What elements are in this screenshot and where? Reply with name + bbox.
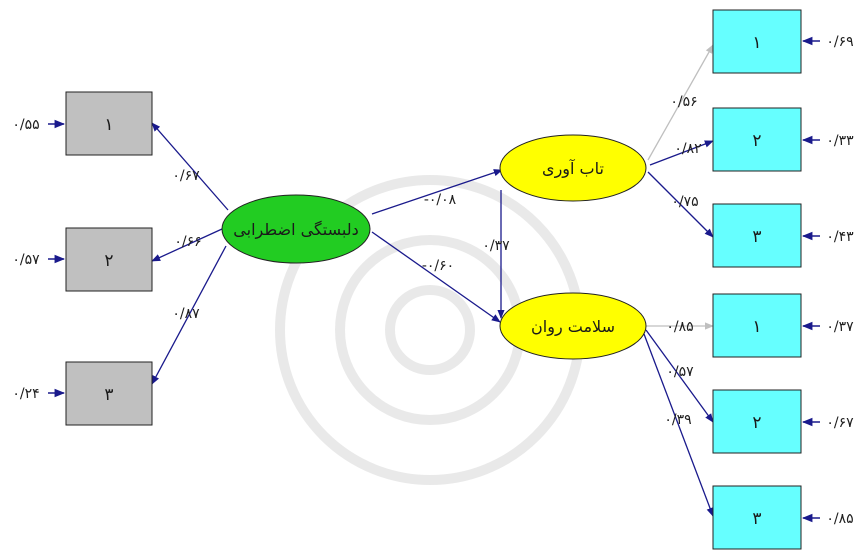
arrow-att-to-res (371, 169, 503, 215)
indicator-label: ۱ (752, 317, 761, 337)
indicator-box-res-2 (712, 107, 802, 172)
indicator-box-att-3 (65, 361, 153, 426)
loading-label-att-1: ۰/۶۷ (172, 168, 200, 184)
indicator-box-mh-3 (712, 485, 802, 550)
loading-label-res-1: ۰/۵۶ (670, 94, 697, 110)
arrow-att-3 (151, 245, 227, 385)
error-label-mh-2: ۰/۶۷ (826, 415, 854, 431)
error-label-att-2: ۰/۵۷ (12, 252, 40, 268)
path-label-att-res: -۰/۰۸ (424, 192, 457, 208)
error-label-att-1: ۰/۵۵ (12, 117, 39, 133)
error-label-res-1: ۰/۶۹ (826, 34, 853, 50)
indicator-label: ۱ (104, 115, 113, 135)
indicator-box-mh-2 (712, 389, 802, 454)
arrow-res-1 (647, 44, 714, 161)
latent-label-mental-health: سلامت روان (531, 317, 615, 337)
path-label-att-mh: -۰/۶۰ (422, 258, 454, 274)
latent-label-resilience: تاب آوری (542, 159, 604, 179)
loading-label-mh-1: ۰/۸۵ (666, 319, 693, 335)
loading-label-att-3: ۰/۸۷ (172, 306, 200, 322)
arrow-att-1 (151, 122, 229, 211)
loading-label-mh-3: ۰/۳۹ (664, 412, 691, 428)
arrow-att-2 (151, 228, 223, 262)
arrow-res-2 (649, 140, 714, 166)
indicator-label: ۲ (752, 131, 761, 151)
latent-ellipse-resilience (499, 134, 647, 202)
indicator-box-res-1 (712, 9, 802, 74)
loading-label-mh-2: ۰/۵۷ (666, 364, 694, 380)
error-label-att-3: ۰/۲۴ (12, 386, 39, 402)
indicator-box-att-1 (65, 91, 153, 156)
arrow-res-3 (647, 171, 714, 238)
indicator-box-att-2 (65, 227, 153, 292)
error-label-res-2: ۰/۳۳ (826, 133, 854, 149)
error-label-res-3: ۰/۴۳ (826, 229, 854, 245)
error-label-mh-1: ۰/۳۷ (826, 319, 854, 335)
arrow-mh-2 (645, 329, 714, 423)
path-label-res-mh: ۰/۳۷ (482, 238, 510, 254)
indicator-label: ۲ (104, 251, 113, 271)
latent-ellipse-mental-health (499, 292, 647, 360)
indicator-label: ۱ (752, 33, 761, 53)
indicator-label: ۲ (752, 413, 761, 433)
latent-ellipse-anxious-attachment (221, 194, 371, 264)
indicator-box-res-3 (712, 203, 802, 268)
indicator-label: ۳ (104, 385, 113, 405)
loading-label-att-2: ۰/۶۶ (174, 234, 201, 250)
indicator-label: ۳ (752, 227, 761, 247)
latent-label-anxious-attachment: دلبستگی اضطرابی (233, 220, 358, 240)
arrow-att-to-mh (371, 231, 501, 323)
indicator-label: ۳ (752, 509, 761, 529)
error-label-mh-3: ۰/۸۵ (826, 511, 853, 527)
loading-label-res-3: ۰/۷۵ (671, 194, 698, 210)
arrow-mh-3 (643, 333, 714, 517)
loading-label-res-2: ۰/۸۲ (674, 141, 701, 157)
indicator-box-mh-1 (712, 293, 802, 358)
